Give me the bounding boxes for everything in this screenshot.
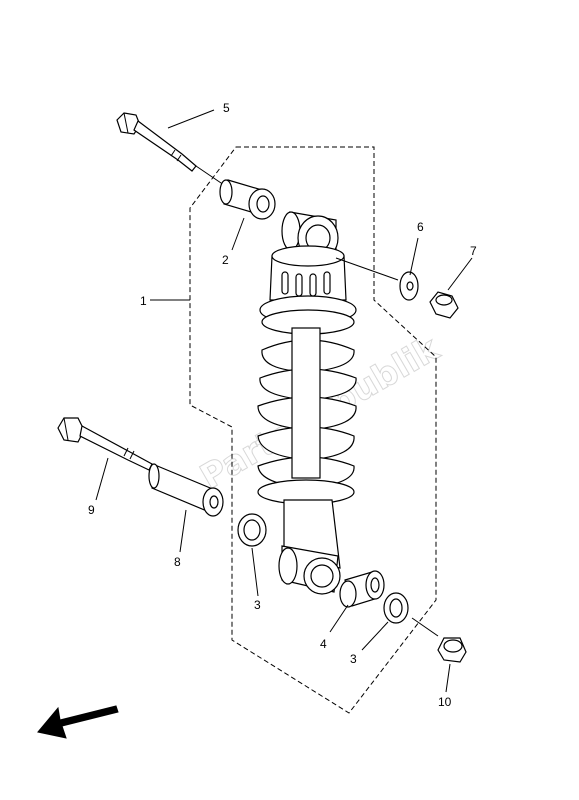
- callout-6: 6: [417, 220, 424, 234]
- oil-seal-right: [383, 592, 409, 624]
- callout-8: 8: [174, 555, 181, 569]
- leader-lines: [95, 109, 473, 693]
- oil-seal-left: [237, 513, 267, 547]
- callout-1: 1: [140, 294, 147, 308]
- callout-9: 9: [88, 503, 95, 517]
- callout-7: 7: [470, 244, 477, 258]
- callout-4: 4: [320, 637, 327, 651]
- assembly-dashed-outline: [189, 146, 437, 714]
- upper-bolt: [116, 112, 225, 186]
- lower-spacer: [148, 463, 224, 517]
- front-direction-arrow: [37, 705, 119, 739]
- callout-3-right: 3: [350, 652, 357, 666]
- callout-3-left: 3: [254, 598, 261, 612]
- lower-nut: [411, 617, 467, 663]
- lower-bolt: [57, 417, 153, 471]
- shock-absorber: [257, 211, 399, 595]
- upper-nut: [429, 291, 459, 319]
- callout-2: 2: [222, 253, 229, 267]
- washer: [399, 271, 419, 301]
- upper-collar: [219, 179, 276, 220]
- callout-5: 5: [223, 101, 230, 115]
- bushing: [339, 570, 385, 608]
- callout-10: 10: [438, 695, 452, 709]
